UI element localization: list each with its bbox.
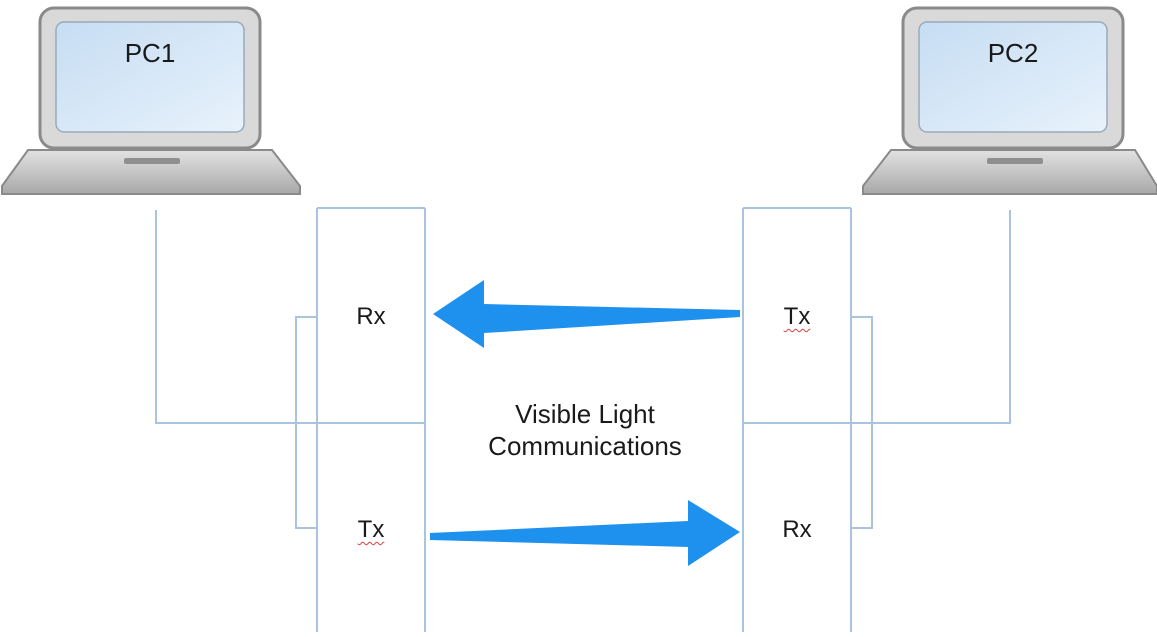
pc1-label: PC1 [124, 38, 176, 68]
laptop-icon-pc2 [862, 6, 1157, 195]
left-tx-label: Tx [357, 516, 385, 543]
right-rx-label: Rx [782, 516, 812, 543]
light-arrow-right-to-left [433, 280, 740, 348]
vlc-caption-line1: Visible Light [515, 399, 655, 429]
pc1-connection-wire [155, 210, 317, 529]
right-transceiver-box [742, 207, 852, 632]
light-arrow-left-to-right [430, 500, 740, 566]
pc2-label: PC2 [987, 38, 1039, 68]
pc2-connection-wire [851, 210, 1011, 529]
laptop-icon-pc1 [1, 6, 301, 195]
vlc-caption-line2: Communications [488, 431, 682, 461]
left-transceiver-box [316, 207, 426, 632]
right-tx-label: Tx [783, 303, 811, 330]
vlc-caption: Visible Light Communications [440, 398, 730, 462]
left-rx-label: Rx [356, 303, 386, 330]
